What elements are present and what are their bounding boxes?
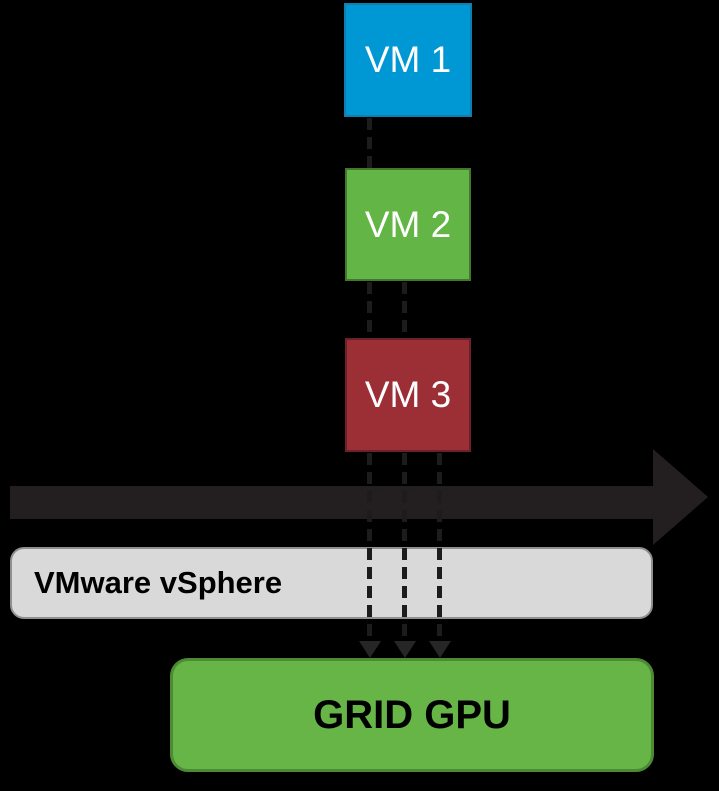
vm1-label: VM 1: [364, 39, 452, 80]
dashed-connector-vm2-vm3-1: [367, 282, 372, 337]
dashed-connector-vm2-vm3-2: [402, 282, 407, 337]
vm2-label: VM 2: [364, 203, 452, 245]
down-arrowhead-icon-2: [394, 641, 416, 658]
vm1-box: VM 1: [344, 3, 472, 117]
down-arrowhead-icon-1: [359, 641, 381, 658]
down-arrowhead-icon-3: [429, 641, 451, 658]
flow-arrow-head-icon: [653, 449, 708, 545]
vsphere-label: VMware vSphere: [34, 565, 283, 600]
grid-gpu-label: GRID GPU: [313, 692, 511, 737]
dashed-connector-vm3-gpu-2: [402, 453, 407, 640]
vsphere-bar: VMware vSphere: [10, 547, 653, 619]
vm3-box: VM 3: [345, 338, 471, 452]
grid-gpu-box: GRID GPU: [170, 658, 654, 772]
flow-arrow-shaft: [10, 486, 655, 519]
vm3-label: VM 3: [364, 374, 452, 415]
dashed-connector-vm1-vm2: [367, 118, 372, 168]
dashed-connector-vm3-gpu-3: [437, 453, 442, 640]
vm2-box: VM 2: [345, 168, 471, 281]
dashed-connector-vm3-gpu-1: [367, 453, 372, 640]
